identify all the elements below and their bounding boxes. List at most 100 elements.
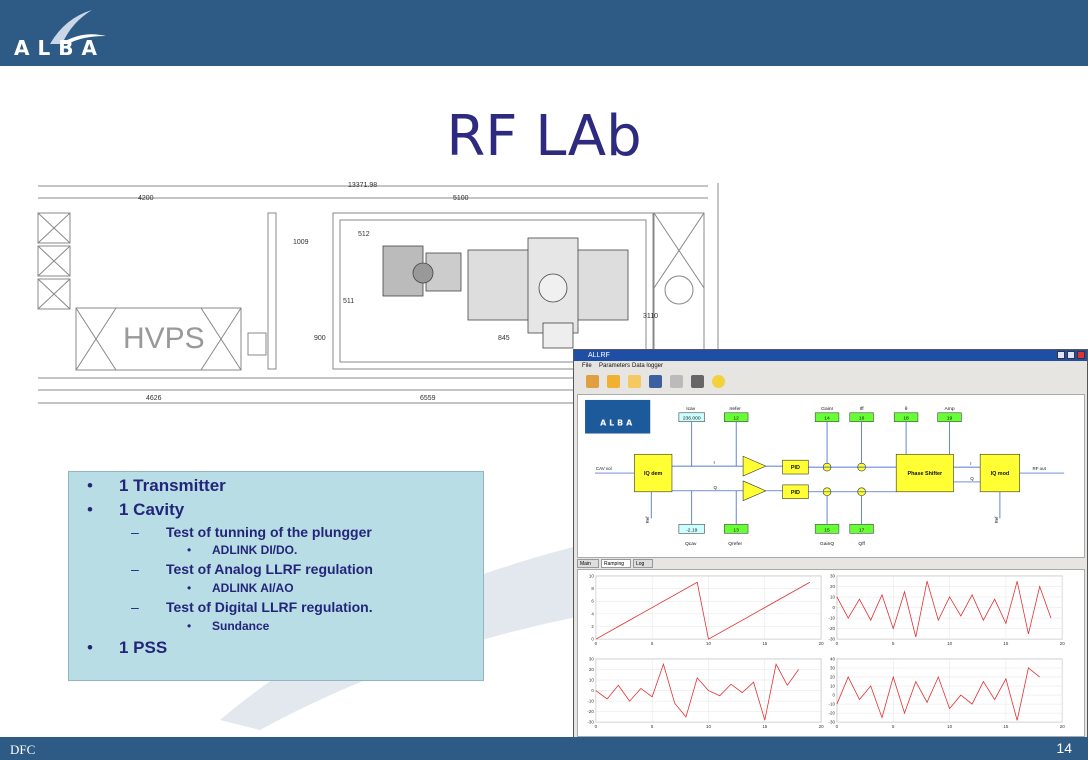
y-tick-label: 8 <box>591 586 594 591</box>
y-tick-label: -30 <box>829 637 836 642</box>
x-tick-label: 10 <box>706 724 711 729</box>
x-tick-label: 0 <box>836 724 839 729</box>
open-icon[interactable] <box>586 375 599 388</box>
y-tick-label: 30 <box>589 656 594 661</box>
app-logo-text: ALBA <box>600 419 635 428</box>
menu-file[interactable]: File <box>582 363 592 369</box>
y-tick-label: 10 <box>589 573 594 578</box>
io-label: Ref <box>994 516 999 524</box>
alba-logo-text: ALBA <box>14 36 105 60</box>
io-label: RF out <box>1033 466 1047 471</box>
menu-parameters[interactable]: Parameters <box>599 363 631 369</box>
block-iq-dem: IQ dem <box>644 471 663 477</box>
save-icon[interactable] <box>649 375 662 388</box>
bullet-item: Sundance <box>212 619 270 633</box>
irefer-value: 12 <box>733 416 739 422</box>
bullet-item: 1 Cavity <box>119 500 185 519</box>
dim-text: 512 <box>358 231 370 238</box>
alba-logo-swoosh-icon <box>50 10 106 44</box>
io-label: I <box>713 460 714 465</box>
bullet-marker: – <box>131 599 139 615</box>
menu-data-logger[interactable]: Data logger <box>632 363 664 369</box>
bullet-marker: • <box>87 638 93 657</box>
copy-icon[interactable] <box>628 375 641 388</box>
tab-ramping[interactable]: Ramping <box>601 559 631 568</box>
bullet-item: 1 Transmitter <box>119 476 226 495</box>
y-tick-label: -10 <box>829 702 836 707</box>
y-tick-label: -20 <box>587 709 594 714</box>
y-tick-label: 2 <box>591 624 594 629</box>
block-pid-i: PID <box>791 465 800 471</box>
dim-text: 13371.98 <box>348 182 377 189</box>
x-tick-label: 5 <box>651 724 654 729</box>
y-tick-label: 0 <box>591 688 594 693</box>
x-tick-label: 20 <box>1060 724 1065 729</box>
x-tick-label: 15 <box>1003 641 1008 646</box>
y-tick-label: 6 <box>591 599 594 604</box>
x-tick-label: 20 <box>819 724 824 729</box>
hvps-label: HVPS <box>123 322 205 355</box>
bullet-marker: • <box>187 581 192 595</box>
series-line <box>836 667 1040 721</box>
y-tick-label: 0 <box>591 637 594 642</box>
series-line <box>595 662 799 721</box>
window-title-bar: ALLRF <box>574 350 1087 361</box>
gainq-value: 15 <box>824 527 830 533</box>
amp-value: 19 <box>947 416 953 422</box>
series-line <box>836 581 1052 638</box>
print-icon[interactable] <box>670 375 683 388</box>
bullet-item: ADLINK DI/DO. <box>212 543 298 557</box>
close-icon[interactable] <box>1077 351 1085 359</box>
series-line <box>595 581 811 640</box>
y-tick-label: 4 <box>591 611 594 616</box>
dim-text: 900 <box>314 335 326 342</box>
tab-main[interactable]: Main <box>577 559 599 568</box>
qcav-value: -2.19 <box>686 527 697 533</box>
y-tick-label: -30 <box>829 720 836 725</box>
y-tick-label: 40 <box>830 656 835 661</box>
minimize-icon[interactable] <box>1057 351 1065 359</box>
diagram-label: GainI <box>821 406 833 412</box>
y-tick-label: 30 <box>830 573 835 578</box>
y-tick-label: -20 <box>829 626 836 631</box>
iff-value: 16 <box>859 416 865 422</box>
bullet-item: Test of Analog LLRF regulation <box>166 561 373 577</box>
io-label: CAV vol <box>596 466 612 471</box>
gaini-value: 14 <box>824 416 830 422</box>
bullet-marker: – <box>131 561 139 577</box>
bullet-marker: • <box>87 476 93 495</box>
x-tick-label: 0 <box>595 641 598 646</box>
maximize-icon[interactable] <box>1067 351 1075 359</box>
dim-text: 6559 <box>420 395 436 402</box>
y-tick-label: 10 <box>589 677 594 682</box>
theta-value: 18 <box>903 416 909 422</box>
qrefer-value: 13 <box>733 527 739 533</box>
x-tick-label: 15 <box>1003 724 1008 729</box>
diagram-label: Amp <box>944 406 954 412</box>
x-tick-label: 0 <box>836 641 839 646</box>
bullet-list-box: • 1 Transmitter • 1 Cavity – Test of tun… <box>68 471 484 681</box>
dim-text: 5100 <box>453 195 469 202</box>
bullet-marker: – <box>131 524 139 540</box>
bullet-item: Test of Digital LLRF regulation. <box>166 599 373 615</box>
diagram-label: GainQ <box>820 541 834 547</box>
block-pid-q: PID <box>791 490 800 496</box>
tools-icon[interactable] <box>691 375 704 388</box>
qff-value: 17 <box>859 527 865 533</box>
bullet-item: Test of tunning of the plungger <box>166 524 372 540</box>
dim-text: 4200 <box>138 195 154 202</box>
y-tick-label: 10 <box>830 684 835 689</box>
slide-title: RF LAb <box>446 104 642 169</box>
tab-log[interactable]: Log <box>633 559 653 568</box>
io-label: Q <box>970 476 974 481</box>
bullet-item: ADLINK AI/AO <box>212 581 294 595</box>
smiley-icon[interactable] <box>712 375 725 388</box>
folder-icon[interactable] <box>607 375 620 388</box>
y-tick-label: 20 <box>589 667 594 672</box>
io-label: Ref <box>645 516 650 524</box>
bullet-item: 1 PSS <box>119 638 168 657</box>
dim-text: 4626 <box>146 395 162 402</box>
menu-bar: File Parameters Data logger <box>574 361 1087 371</box>
y-tick-label: 0 <box>832 605 835 610</box>
